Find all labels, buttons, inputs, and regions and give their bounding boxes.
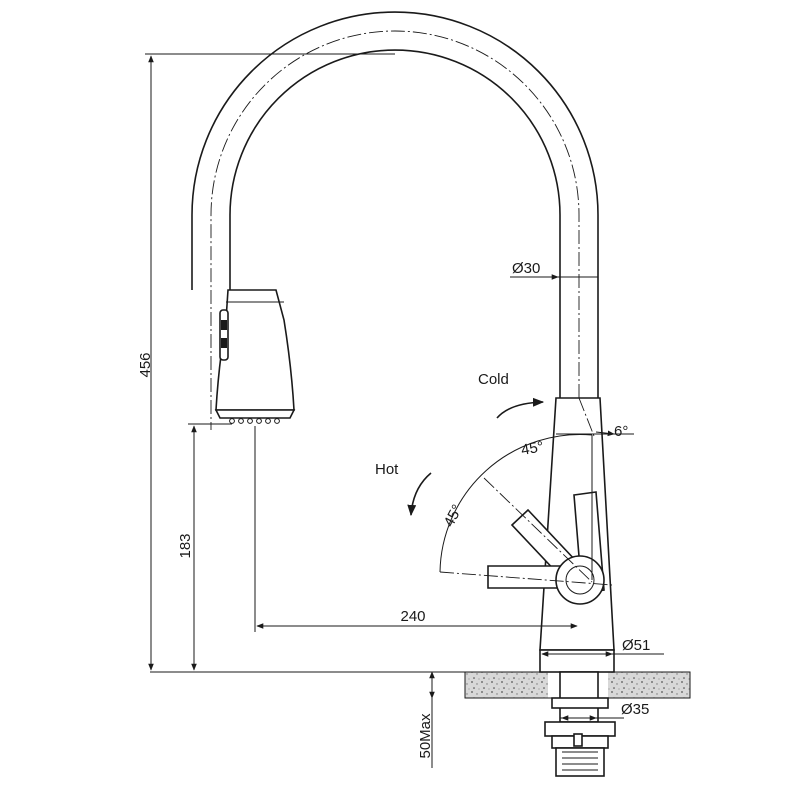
dim-base-diameter: Ø51 — [622, 637, 650, 654]
dim-spout-height: 183 — [177, 533, 194, 558]
countertop — [150, 671, 691, 699]
dim-deck-thickness: 50Max — [417, 713, 434, 759]
mounting-shank — [544, 671, 616, 777]
angle-arcs — [439, 430, 634, 580]
hot-arrow-icon — [407, 472, 432, 517]
rotation-arrows: Cold Hot 45° 45° 6° — [375, 371, 628, 530]
hot-label: Hot — [375, 461, 399, 478]
angle-hot-label: 45° — [441, 502, 467, 530]
dim-shank-diameter: Ø35 — [621, 701, 649, 718]
dim-reach: 240 — [400, 608, 425, 625]
spray-nozzles — [229, 418, 280, 424]
spray-head — [214, 289, 296, 424]
cold-arrow-icon — [496, 397, 545, 419]
angle-cold-label: 45° — [520, 438, 545, 459]
cold-label: Cold — [478, 371, 509, 388]
spout — [191, 11, 599, 640]
angle-tilt-label: 6° — [614, 423, 628, 440]
handle-positions — [439, 477, 613, 605]
dim-pipe-diameter: Ø30 — [512, 260, 540, 277]
dimension-lines: 456 183 240 Ø30 Ø51 Ø35 50Max — [137, 53, 664, 768]
dim-total-height: 456 — [137, 352, 154, 377]
